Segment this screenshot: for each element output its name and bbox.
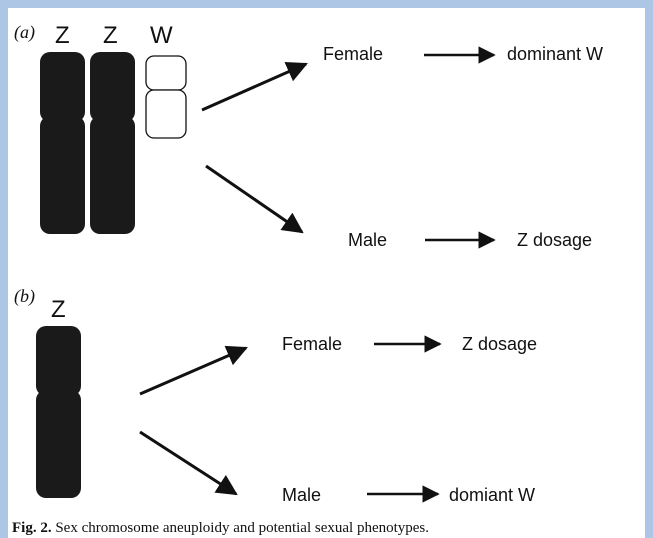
chromosome-z-label: Z — [51, 296, 66, 323]
outcome-b-female-determinant: Z dosage — [462, 334, 537, 354]
outcome-b-male-determinant: domiant W — [449, 485, 535, 505]
outcome-a-female-sex: Female — [323, 44, 383, 64]
chromosome-z1-label: Z — [55, 22, 70, 49]
chromosome-w — [145, 55, 187, 139]
chromosome-z — [36, 326, 81, 498]
arrow-a-male — [205, 164, 304, 234]
arrow-a-female — [201, 62, 308, 112]
outcome-b-male-sex: Male — [282, 485, 321, 505]
panel-a-label: (a) — [14, 22, 35, 43]
chromosome-z1 — [40, 52, 85, 234]
chromosome-w-label: W — [150, 22, 173, 49]
outcome-a-female-determinant: dominant W — [507, 44, 603, 64]
outcome-a-male-determinant: Z dosage — [517, 230, 592, 250]
panel-b-label: (b) — [14, 286, 35, 307]
figure-number: Fig. 2. — [12, 520, 52, 536]
arrow-b-female — [139, 345, 248, 396]
outcome-b-female-sex: Female — [282, 334, 342, 354]
figure-caption: Fig. 2. Sex chromosome aneuploidy and po… — [12, 520, 652, 537]
arrow-b-male — [139, 430, 238, 496]
chromosome-z2-label: Z — [103, 22, 118, 49]
chromosome-z2 — [90, 52, 135, 234]
outcome-a-male-sex: Male — [348, 230, 387, 250]
figure-caption-text: Sex chromosome aneuploidy and potential … — [55, 520, 430, 536]
